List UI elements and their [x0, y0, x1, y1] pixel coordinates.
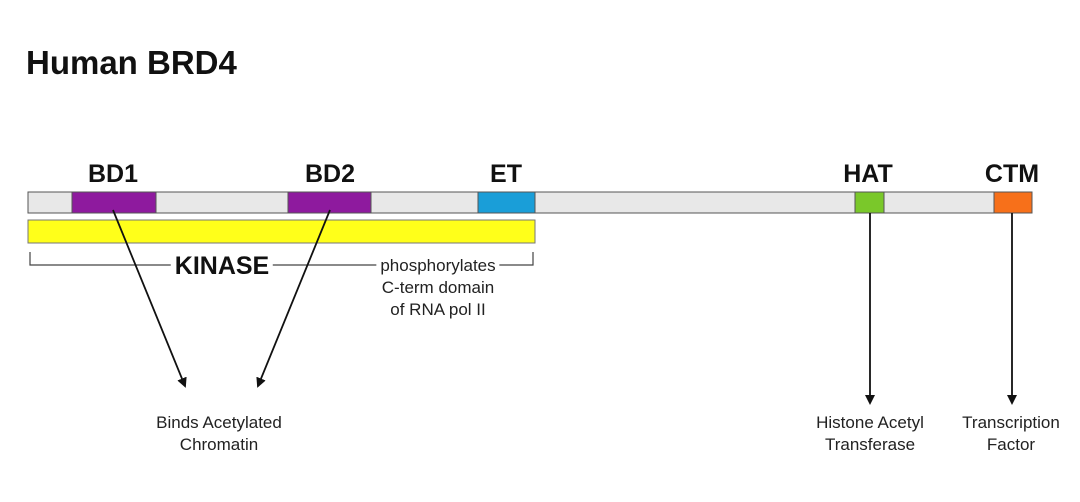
bd1-domain — [71, 191, 157, 214]
ctm-label: CTM — [984, 160, 1040, 188]
bd2-label: BD2 — [304, 160, 356, 188]
bromodomain-function: Binds Acetylated Chromatin — [156, 412, 282, 456]
hat-domain — [854, 191, 885, 214]
bd1-arrow — [112, 209, 187, 388]
kinase-description-line: phosphorylates — [380, 256, 496, 275]
et-label: ET — [490, 160, 522, 188]
ctm-function-line: Factor — [986, 435, 1036, 454]
hat-function: Histone Acetyl Transferase — [816, 412, 924, 456]
ctm-function-line: Transcription — [962, 413, 1060, 432]
kinase-description-line: of RNA pol II — [390, 300, 486, 319]
hat-function-line: Transferase — [824, 435, 916, 454]
kinase-description: phosphorylates C-term domain of RNA pol … — [376, 255, 500, 321]
bd1-label: BD1 — [87, 160, 139, 188]
hat-label: HAT — [843, 160, 893, 188]
et-domain — [477, 191, 536, 214]
ctm-domain — [993, 191, 1033, 214]
ctm-function: Transcription Factor — [962, 412, 1060, 456]
diagram-title: Human BRD4 — [26, 44, 237, 81]
bromodomain-function-line: Chromatin — [179, 435, 259, 454]
kinase-region — [27, 219, 536, 244]
hat-function-line: Histone Acetyl — [816, 413, 924, 432]
bromodomain-function-line: Binds Acetylated — [156, 413, 282, 432]
kinase-bracket — [29, 252, 534, 266]
bd2-arrow — [256, 209, 331, 388]
kinase-description-line: C-term domain — [381, 278, 495, 297]
kinase-label: KINASE — [170, 252, 274, 281]
